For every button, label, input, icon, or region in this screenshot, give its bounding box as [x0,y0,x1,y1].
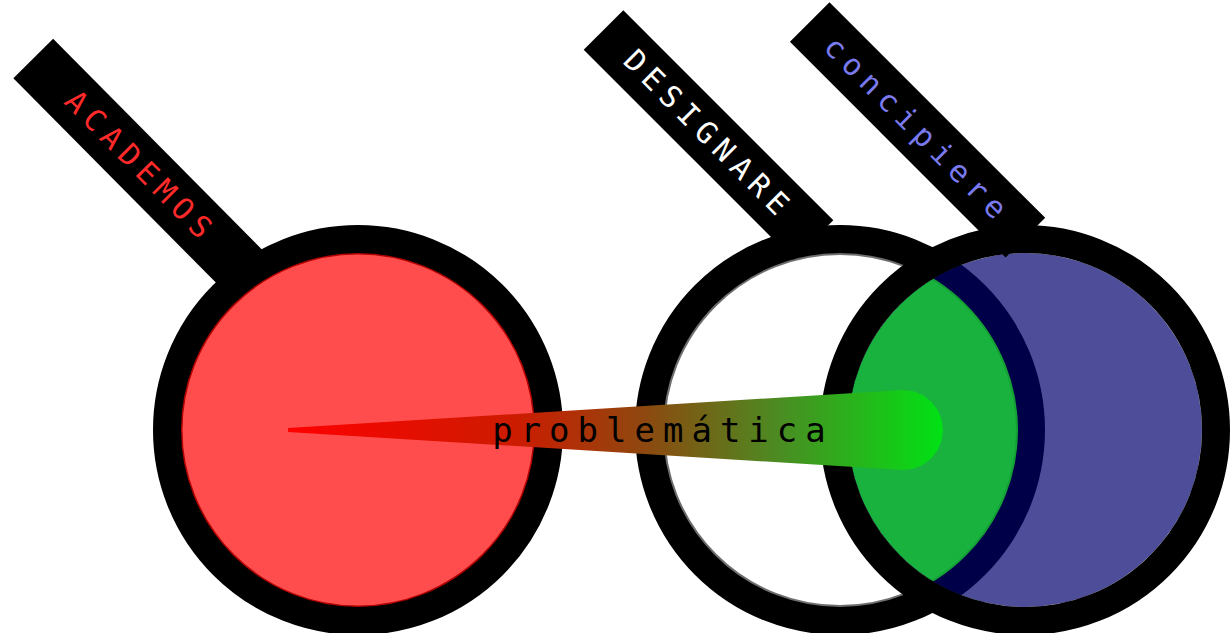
handle-label: concipiere [819,31,1017,229]
lens-ring [167,239,549,621]
handle-label: ACADEMOS [59,85,221,249]
lens-ring [834,239,1216,621]
handle-label: DESIGNARE [618,45,799,226]
beam-label: problemática [492,413,834,447]
lens-fill [181,253,535,607]
magnifier-lens: concipiere [820,225,1230,633]
lens-outline [820,225,1230,633]
magnifier-handle: ACADEMOS [13,38,268,294]
